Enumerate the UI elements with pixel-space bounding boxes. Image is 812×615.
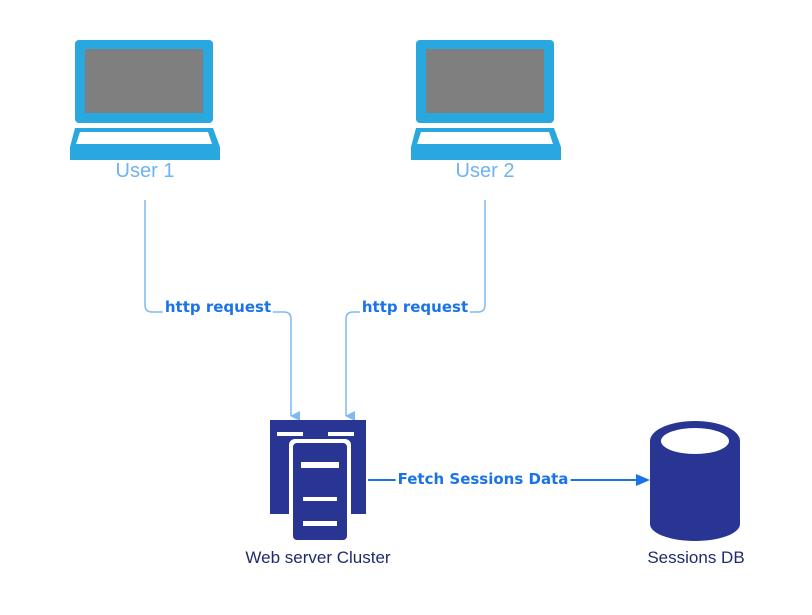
server-cluster-icon (270, 420, 366, 544)
user2-label: User 2 (455, 160, 515, 182)
edge-label-http-request-1: http request (162, 298, 274, 316)
laptop-icon (70, 40, 220, 160)
user1-label: User 1 (115, 160, 175, 182)
sessions-db-label: Sessions DB (647, 548, 745, 567)
web-server-cluster-label: Web server Cluster (245, 548, 391, 567)
edge-arrowhead (636, 474, 650, 486)
edge-label-fetch-sessions: Fetch Sessions Data (395, 470, 571, 488)
edge-label-http-request-2: http request (359, 298, 471, 316)
database-icon (650, 421, 740, 541)
laptop-icon (411, 40, 561, 160)
